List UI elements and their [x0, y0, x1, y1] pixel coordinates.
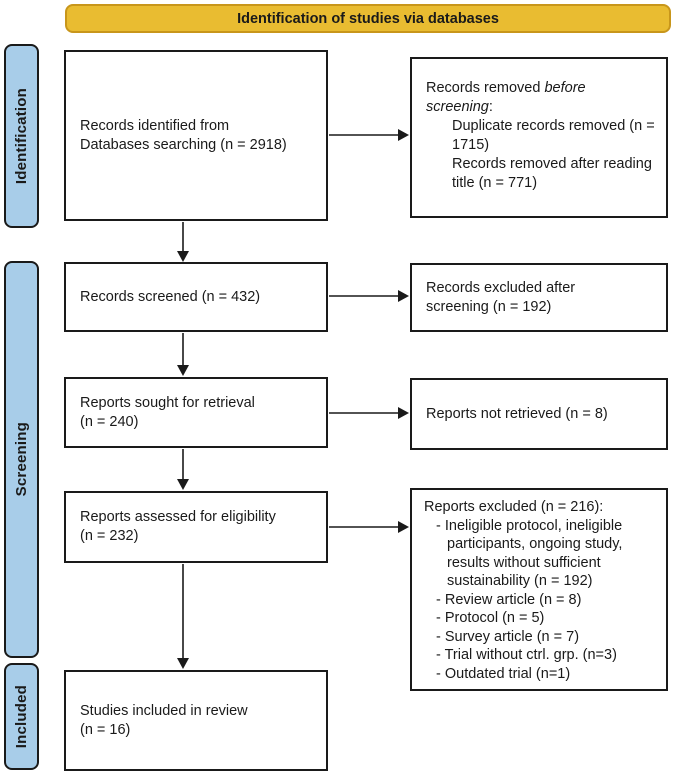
box-text-line: Records excluded after — [426, 279, 576, 296]
box-records-screened: Records screened (n = 432) — [64, 262, 328, 332]
box-reports-excluded: Reports excluded (n = 216): - Ineligible… — [410, 488, 668, 691]
box-text-line: Reports not retrieved (n = 8) — [426, 405, 608, 422]
box-text-line: Studies included in review — [80, 702, 248, 719]
arrow-screened-to-excluded — [329, 290, 409, 302]
stage-label-included-text: Included — [13, 684, 30, 749]
box-records-identified: Records identified from Databases search… — [64, 50, 328, 221]
arrow-identified-to-removed — [329, 129, 409, 141]
diagram-title: Identification of studies via databases — [65, 4, 671, 33]
box-reports-not-retrieved: Reports not retrieved (n = 8) — [410, 378, 668, 450]
diagram-title-text: Identification of studies via databases — [237, 10, 499, 27]
box-text-line: Databases searching (n = 2918) — [80, 136, 287, 153]
stage-label-included: Included — [4, 663, 39, 770]
box-text-item: Duplicate records removed (n = 1715) — [452, 118, 655, 153]
box-text-line: (n = 240) — [80, 413, 139, 430]
box-text-item: - Trial without ctrl. grp. (n=3) — [436, 647, 617, 663]
box-reports-assessed: Reports assessed for eligibility (n = 23… — [64, 491, 328, 563]
arrow-assessed-to-included — [177, 564, 189, 669]
arrow-sought-to-not-retrieved — [329, 407, 409, 419]
box-text-line: Reports assessed for eligibility — [80, 509, 276, 525]
box-text-intro: Records removed before screening: — [426, 80, 586, 115]
arrow-sought-to-assessed — [177, 449, 189, 490]
box-text-item: - Protocol (n = 5) — [436, 610, 545, 626]
box-text-line: (n = 16) — [80, 721, 131, 738]
stage-label-screening-text: Screening — [13, 422, 30, 497]
box-text-item: - Ineligible protocol, ineligible partic… — [436, 517, 623, 590]
arrow-screened-to-sought — [177, 333, 189, 376]
box-text-line: Records screened (n = 432) — [80, 288, 261, 305]
box-studies-included: Studies included in review (n = 16) — [64, 670, 328, 771]
arrow-identified-to-screened — [177, 222, 189, 262]
box-text-item: - Review article (n = 8) — [436, 591, 582, 608]
stage-label-identification: Identification — [4, 44, 39, 228]
box-text-heading: Reports excluded (n = 216): — [424, 499, 604, 515]
box-text-item: Records removed after reading title (n =… — [452, 156, 652, 191]
box-reports-sought: Reports sought for retrieval (n = 240) — [64, 377, 328, 448]
stage-label-screening: Screening — [4, 261, 39, 658]
box-text-line: (n = 232) — [80, 528, 139, 544]
box-text-line: Reports sought for retrieval — [80, 394, 255, 411]
stage-label-identification-text: Identification — [13, 87, 30, 185]
italic-text: before screening — [426, 80, 586, 115]
box-records-removed-before-screening: Records removed before screening: Duplic… — [410, 57, 668, 218]
box-text-item: - Survey article (n = 7) — [436, 628, 580, 645]
box-text-item: - Outdated trial (n=1) — [436, 665, 571, 682]
box-records-excluded: Records excluded after screening (n = 19… — [410, 263, 668, 332]
box-text-line: Records identified from — [80, 117, 230, 134]
box-text-line: screening (n = 192) — [426, 298, 552, 315]
arrow-assessed-to-excluded — [329, 521, 409, 533]
